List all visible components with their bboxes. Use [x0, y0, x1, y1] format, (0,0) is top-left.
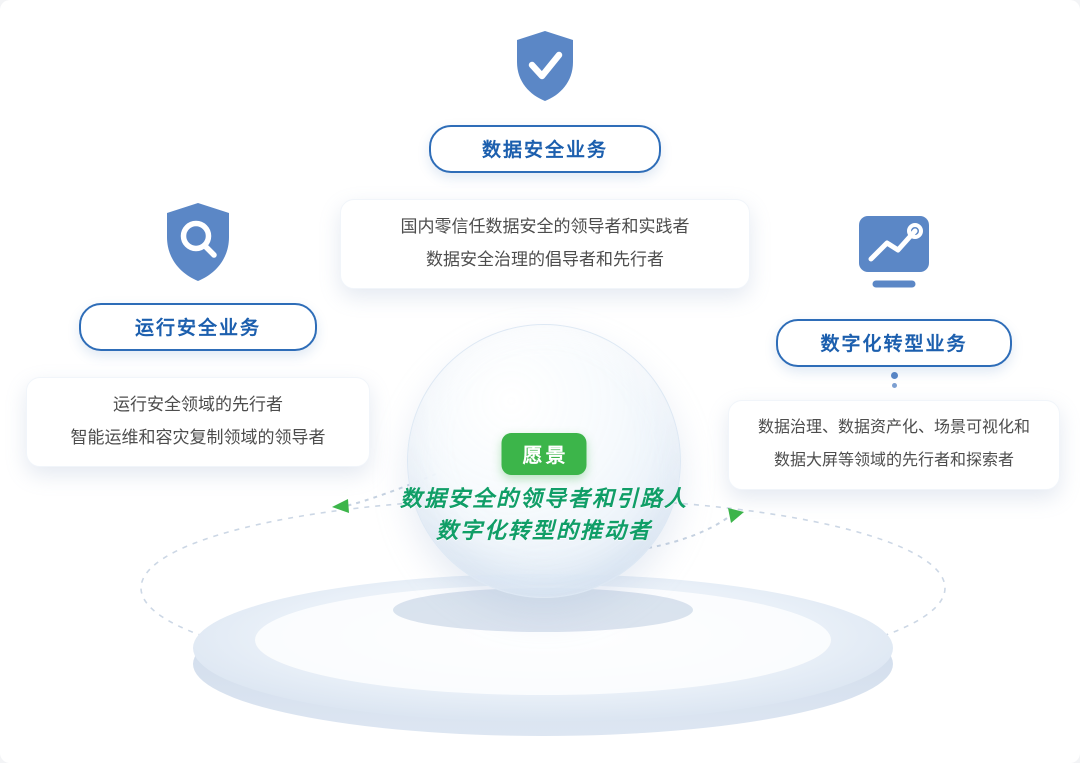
card-line: 数据安全治理的倡导者和先行者 — [426, 250, 664, 269]
card-operation-security: 运行安全领域的先行者 智能运维和容灾复制领域的领导者 — [26, 377, 370, 467]
badge-operation-security: 运行安全业务 — [79, 303, 317, 351]
vision-badge: 愿景 — [501, 433, 587, 475]
digital-transformation-group: 数字化转型业务 数据治理、数据资产化、场景可视化和 数据大屏等领域的先行者和探索… — [728, 212, 1060, 490]
shield-check-icon — [513, 28, 577, 109]
card-line: 运行安全领域的先行者 — [113, 395, 283, 414]
badge-data-security: 数据安全业务 — [429, 125, 661, 173]
vision-line-2: 数字化转型的推动者 — [435, 518, 653, 543]
card-data-security: 国内零信任数据安全的领导者和实践者 数据安全治理的倡导者和先行者 — [340, 199, 750, 289]
vision-line-1: 数据安全的领导者和引路人 — [399, 486, 689, 511]
right-arrowhead — [728, 508, 744, 523]
dot — [890, 372, 898, 379]
card-line: 数据治理、数据资产化、场景可视化和 — [757, 419, 1030, 436]
operation-security-group: 运行安全业务 运行安全领域的先行者 智能运维和容灾复制领域的领导者 — [26, 200, 370, 467]
badge-digital-transformation: 数字化转型业务 — [776, 319, 1012, 367]
card-line: 智能运维和容灾复制领域的领导者 — [70, 428, 326, 447]
vision-statement: 数据安全的领导者和引路人 数字化转型的推动者 — [400, 483, 688, 547]
vision-sphere: 愿景 数据安全的领导者和引路人 数字化转型的推动者 — [400, 324, 686, 598]
monitor-trend-icon — [854, 212, 934, 299]
card-digital-transformation: 数据治理、数据资产化、场景可视化和 数据大屏等领域的先行者和探索者 — [728, 400, 1060, 490]
left-arrowhead — [332, 499, 349, 513]
platform-inner-disc — [255, 585, 831, 695]
sphere-shadow — [393, 588, 693, 632]
data-security-group: 数据安全业务 国内零信任数据安全的领导者和实践者 数据安全治理的倡导者和先行者 — [340, 28, 750, 289]
connector-dots — [728, 372, 1060, 394]
dot — [891, 383, 897, 388]
card-line: 数据大屏等领域的先行者和探索者 — [773, 452, 1014, 469]
right-connector-arc — [647, 515, 731, 549]
card-line: 国内零信任数据安全的领导者和实践者 — [400, 217, 690, 236]
shield-search-icon — [163, 200, 233, 289]
